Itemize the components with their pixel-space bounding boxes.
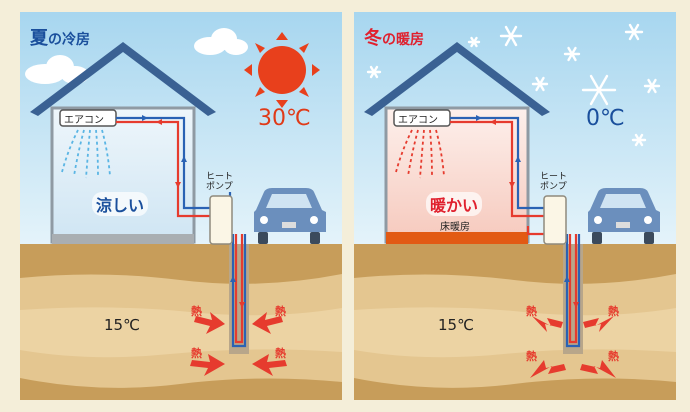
house	[30, 42, 216, 244]
ground-loop	[565, 234, 581, 348]
heat-pump-label-line2: ポンプ	[206, 182, 233, 192]
heat-label: 熱	[275, 305, 286, 318]
title-season: 冬	[364, 28, 382, 49]
ac-label: エアコン	[64, 115, 104, 126]
heat-label: 熱	[275, 347, 286, 360]
summer-panel: 夏の冷房 30℃ エアコン 涼しい ヒート ポンプ 15℃ 熱 熱 熱 熱	[20, 12, 342, 400]
ground-loop	[231, 234, 247, 348]
outside-temperature: 0℃	[586, 106, 625, 131]
heat-pump-label-line1: ヒート	[540, 172, 568, 182]
heat-label: 熱	[526, 305, 537, 318]
soil-light-band	[354, 307, 676, 358]
ground-temperature: 15℃	[104, 316, 140, 334]
summer-title: 夏の冷房	[30, 24, 90, 50]
cloud-icon	[25, 28, 248, 84]
heat-pump-label-line2: ポンプ	[540, 182, 567, 192]
ground-temperature: 15℃	[438, 316, 474, 334]
summer-diagram	[20, 12, 342, 400]
heat-label: 熱	[191, 347, 202, 360]
heat-label: 熱	[608, 305, 619, 318]
room-feeling: 暖かい	[426, 192, 483, 216]
heat-pump-label-line1: ヒート	[206, 172, 234, 182]
flow-arrows-cool	[476, 115, 570, 282]
heat-arrows-in	[530, 316, 616, 378]
heat-label: 熱	[526, 350, 537, 363]
title-rest: の冷房	[48, 32, 90, 48]
heat-label: 熱	[608, 350, 619, 363]
soil-light-band	[20, 307, 342, 358]
heat-pump-label: ヒート ポンプ	[540, 172, 567, 192]
cool-air-flow	[61, 129, 111, 179]
heat-pump-unit	[209, 195, 233, 245]
warm-air-flow	[395, 129, 445, 179]
heat-label: 熱	[191, 305, 202, 318]
flow-arrows-warm	[490, 119, 579, 308]
ac-label: エアコン	[398, 115, 438, 126]
outside-temperature: 30℃	[258, 106, 311, 131]
title-rest: の暖房	[382, 32, 424, 48]
floor-heating-panel	[386, 232, 528, 244]
winter-title: 冬の暖房	[364, 24, 424, 50]
room-feeling: 涼しい	[92, 192, 149, 216]
heat-arrows-out	[190, 312, 287, 376]
car-icon	[588, 188, 660, 244]
heat-pump-unit	[543, 195, 567, 245]
heat-pump-label: ヒート ポンプ	[206, 172, 233, 192]
flow-arrows-warm	[156, 119, 245, 308]
winter-panel: 冬の暖房 0℃ エアコン 暖かい 床暖房 ヒート ポンプ 15℃ 熱 熱 熱 熱	[354, 12, 676, 400]
snowflake-icon	[366, 23, 661, 147]
house	[364, 42, 550, 244]
sun-icon	[244, 32, 320, 108]
floor-heating-label: 床暖房	[440, 222, 470, 233]
flow-arrows-cool	[142, 115, 236, 282]
title-season: 夏	[30, 28, 48, 49]
winter-diagram	[354, 12, 676, 400]
car-icon	[254, 188, 326, 244]
